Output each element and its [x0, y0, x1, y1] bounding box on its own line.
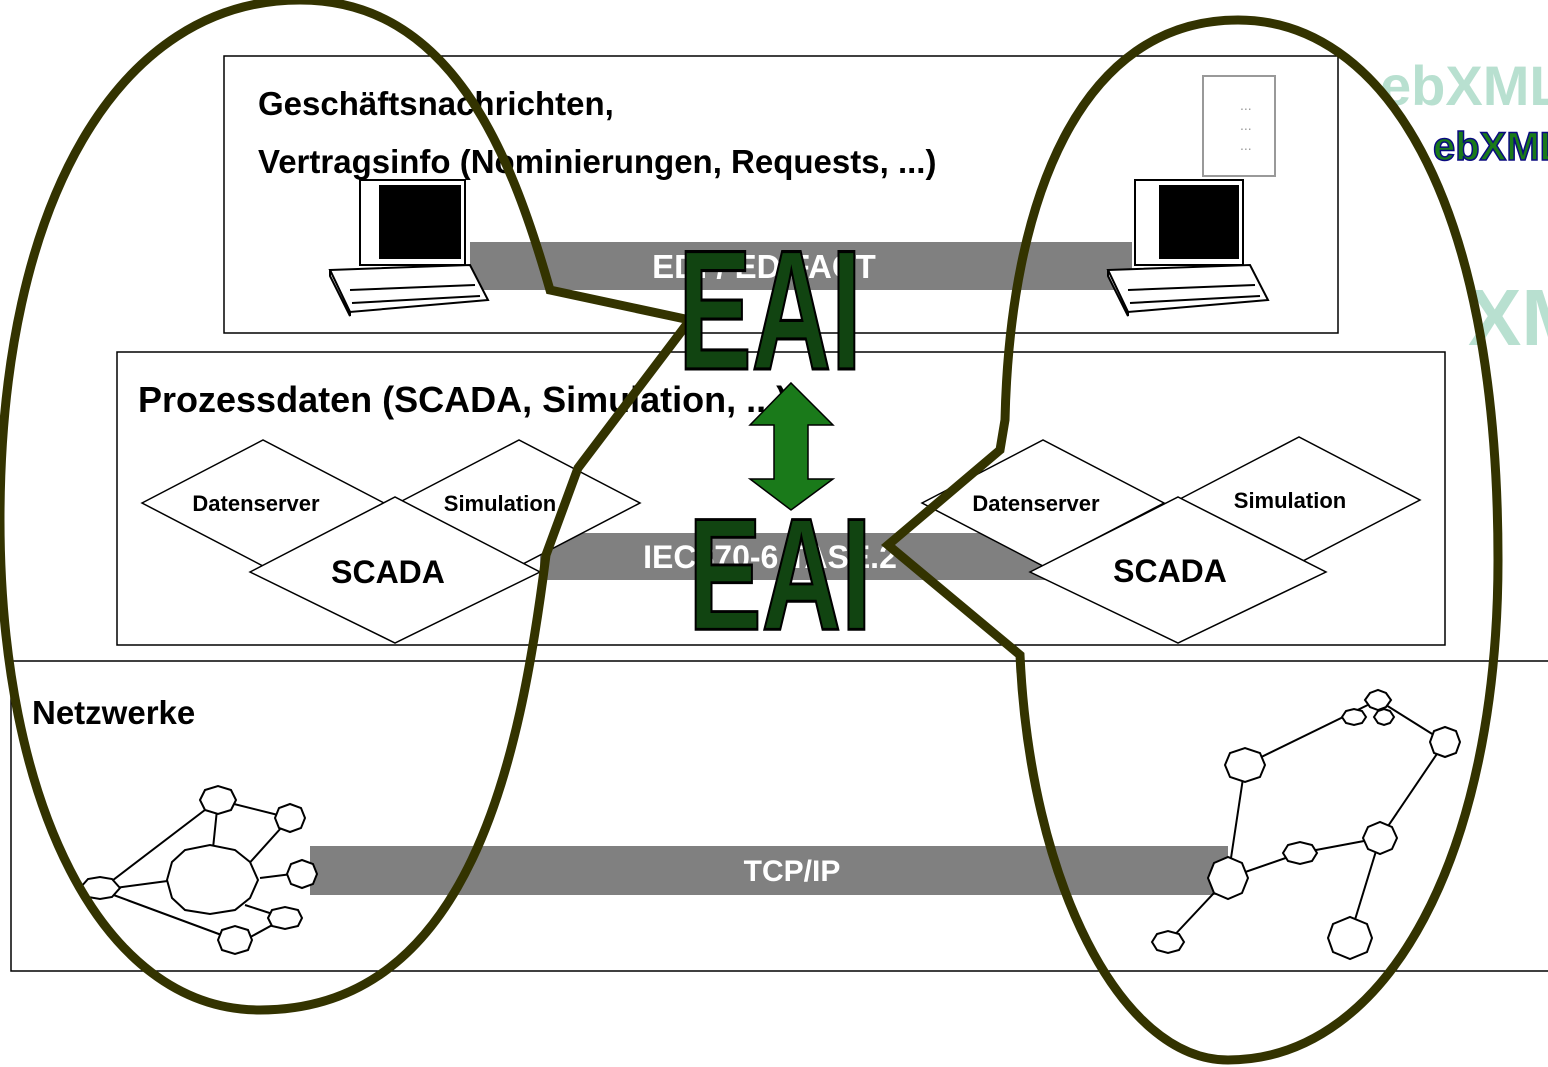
- business-title-line1: Geschäftsnachrichten,: [258, 85, 614, 122]
- scada-left-label: SCADA: [331, 554, 445, 590]
- business-title-line2: Vertragsinfo (Nominierungen, Requests, .…: [258, 143, 936, 180]
- network-title: Netzwerke: [32, 694, 195, 731]
- right-process-group: Datenserver Simulation SCADA: [920, 436, 1422, 644]
- right-domain-ellipse: [881, 15, 1503, 1065]
- side-label-ebxml-dark: ebXML: [1433, 125, 1548, 169]
- eai-label-top: EAI: [678, 216, 861, 406]
- document-line-2: ...: [1240, 117, 1252, 133]
- side-label-ebxml-light: ebXML: [1380, 54, 1548, 117]
- document-line-1: ...: [1240, 97, 1252, 113]
- process-title: Prozessdaten (SCADA, Simulation, ...): [138, 379, 788, 420]
- iec-bar-label: IEC870-6 TASE.2: [643, 539, 897, 575]
- datenserver-right-label: Datenserver: [972, 491, 1100, 516]
- network-layer-box: [10, 660, 1548, 972]
- tcpip-bar-label: TCP/IP: [744, 855, 841, 888]
- datenserver-left-label: Datenserver: [192, 491, 320, 516]
- scada-right-label: SCADA: [1113, 553, 1227, 589]
- eai-label-bottom: EAI: [688, 486, 871, 664]
- network-right-graph: [1150, 688, 1462, 961]
- simulation-right-label: Simulation: [1234, 488, 1346, 513]
- double-arrow-icon: [747, 381, 836, 511]
- scada-right-diamond: [1028, 496, 1328, 644]
- network-left-graph: [78, 784, 319, 956]
- edi-bar-label: EDI / EDIFACT: [652, 248, 876, 285]
- simulation-left-label: Simulation: [444, 491, 556, 516]
- computer-right-icon: [1106, 179, 1270, 317]
- document-icon: ... ... ...: [1202, 75, 1276, 177]
- left-domain-ellipse: [0, 0, 698, 1015]
- document-line-3: ...: [1240, 137, 1252, 153]
- computer-left-icon: [328, 179, 490, 317]
